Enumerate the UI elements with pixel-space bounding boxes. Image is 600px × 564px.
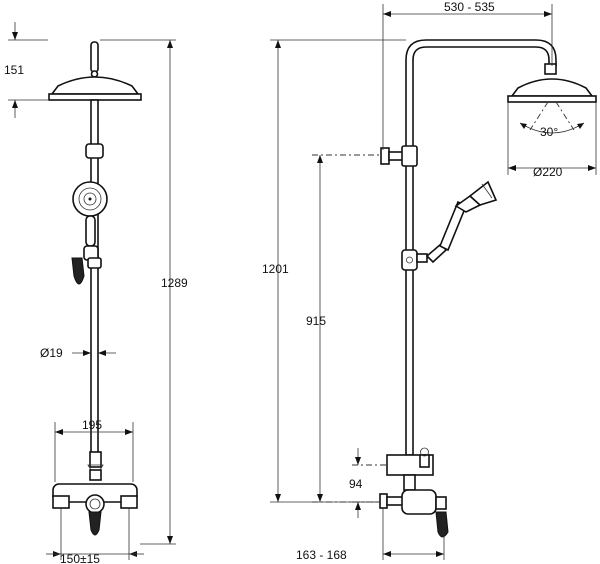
side-mixer-body (401, 489, 437, 515)
dim-total-height: 1289 (161, 276, 188, 290)
side-dimension-lines (270, 4, 597, 560)
dim-head-height: 151 (4, 63, 24, 77)
dim-rail-height: 1201 (262, 262, 289, 276)
side-shower-head (510, 78, 594, 97)
side-view (379, 39, 597, 538)
dim-head-diameter: Ø220 (533, 165, 563, 179)
side-hand-shower (425, 242, 448, 264)
dim-mixer-width: 195 (82, 418, 102, 432)
front-shower-head (50, 76, 140, 95)
dim-inlet-spacing: 150±15 (60, 552, 100, 564)
front-dimension-lines (8, 22, 176, 560)
dim-handset-height: 915 (306, 314, 326, 328)
dimension-labels: 151 1289 Ø19 195 150±15 530 - 535 1201 Ø… (4, 0, 563, 564)
dim-spray-angle: 30° (540, 125, 558, 139)
dim-pipe-diameter: Ø19 (40, 346, 63, 360)
dim-outlet-offset: 94 (349, 477, 363, 491)
dim-wall-projection: 163 - 168 (296, 548, 347, 562)
front-view (48, 41, 142, 536)
dim-arm-reach: 530 - 535 (444, 0, 495, 14)
